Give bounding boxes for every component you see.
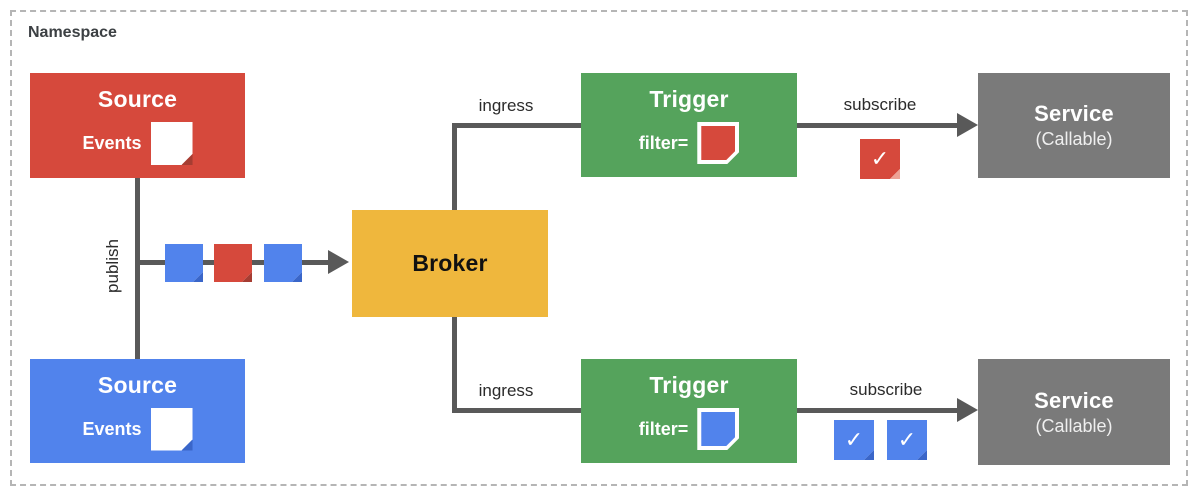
check-icon: ✓ [844, 427, 864, 452]
source-title: Source [97, 371, 178, 398]
checked-event-note-blue-icon: ✓ [834, 420, 874, 460]
events-note-icon [151, 122, 193, 165]
ingress-top-label: ingress [478, 96, 534, 115]
subscribe-top-line [797, 123, 958, 128]
broker-up-line [452, 123, 457, 213]
trigger-title: Trigger [649, 86, 729, 112]
service-title: Service [1034, 387, 1114, 413]
subscribe-bottom-line [797, 408, 958, 413]
event-note-blue-icon [264, 244, 302, 282]
subscribe-top-label: subscribe [843, 95, 917, 114]
source-node-red: Source Events [30, 73, 245, 178]
check-icon: ✓ [897, 427, 917, 452]
filter-label: filter= [638, 132, 689, 153]
service-node-bottom: Service (Callable) [978, 359, 1170, 465]
service-subtitle: (Callable) [1035, 415, 1113, 436]
namespace-label: Namespace [28, 24, 117, 41]
ingress-top-line [452, 123, 581, 128]
namespace-boundary [10, 10, 1188, 486]
arrowhead-to-service-top-icon [957, 113, 978, 137]
broker-node: Broker [352, 210, 548, 317]
ingress-bottom-line [452, 408, 581, 413]
publish-label: publish [103, 239, 122, 293]
source-title: Source [97, 86, 178, 112]
trigger-node-top: Trigger filter= [581, 73, 797, 177]
checked-event-note-red-icon: ✓ [860, 139, 900, 179]
ingress-bottom-label: ingress [478, 381, 534, 400]
check-icon: ✓ [870, 146, 890, 171]
trigger-node-bottom: Trigger filter= [581, 359, 797, 463]
event-note-blue-icon [165, 244, 203, 282]
event-note-red-icon [214, 244, 252, 282]
checked-event-note-blue-icon: ✓ [887, 420, 927, 460]
events-label: Events [82, 133, 142, 153]
filter-note-red-icon [697, 122, 739, 164]
events-note-icon [151, 408, 193, 451]
source-node-blue: Source Events [30, 359, 245, 463]
arrowhead-to-service-bottom-icon [957, 398, 978, 422]
broker-down-line [452, 315, 457, 413]
events-label: Events [82, 418, 142, 439]
filter-label: filter= [638, 418, 689, 439]
filter-note-blue-icon [697, 408, 739, 450]
subscribe-bottom-label: subscribe [849, 380, 923, 399]
trigger-title: Trigger [649, 372, 729, 398]
arrowhead-to-broker-icon [328, 250, 349, 274]
service-subtitle: (Callable) [1035, 129, 1113, 149]
service-title: Service [1034, 101, 1114, 126]
broker-title: Broker [412, 250, 488, 276]
publish-vertical-line [135, 178, 140, 359]
service-node-top: Service (Callable) [978, 73, 1170, 178]
